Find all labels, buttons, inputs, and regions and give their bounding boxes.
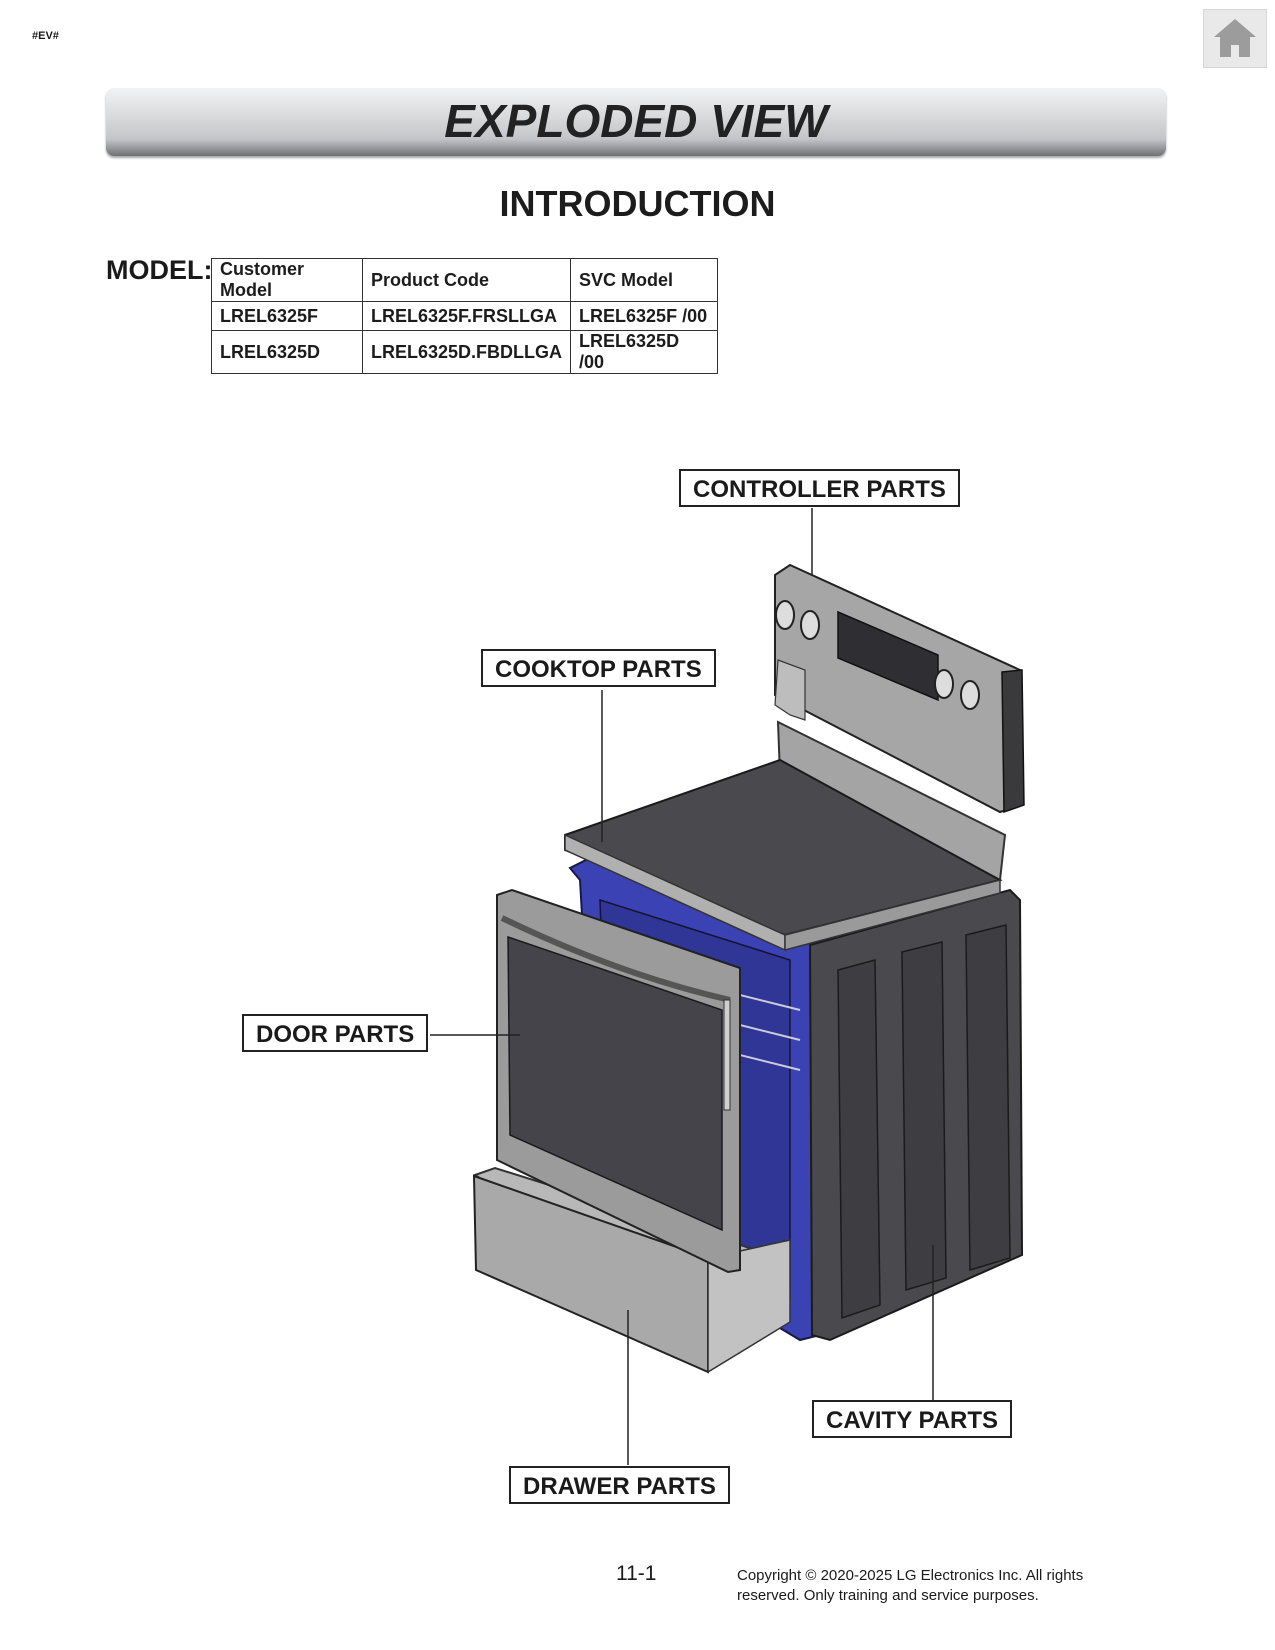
home-button[interactable] [1203, 9, 1267, 68]
table-header-row: Customer Model Product Code SVC Model [211, 258, 719, 302]
leader-lines [430, 508, 934, 1465]
control-panel [774, 563, 1025, 814]
home-icon [1214, 19, 1256, 57]
copyright-notice: Copyright © 2020-2025 LG Electronics Inc… [737, 1567, 1084, 1604]
storage-drawer [472, 1166, 792, 1374]
table-row: LREL6325F LREL6325F.FRSLLGA LREL6325F /0… [211, 301, 719, 331]
page-subtitle: INTRODUCTION [499, 183, 776, 224]
column-header: SVC Model [570, 258, 719, 302]
cooktop [564, 720, 1007, 952]
table-cell: LREL6325F /00 [570, 301, 719, 331]
table-cell: LREL6325D.FBDLLGA [361, 330, 572, 374]
callout-drawer-parts[interactable]: DRAWER PARTS [509, 1466, 730, 1504]
callout-controller-parts[interactable]: CONTROLLER PARTS [679, 469, 960, 507]
callout-cavity-parts[interactable]: CAVITY PARTS [812, 1400, 1013, 1438]
callout-cooktop-parts[interactable]: COOKTOP PARTS [481, 649, 716, 687]
table-cell: LREL6325D /00 [570, 330, 719, 374]
column-header: Product Code [361, 258, 572, 302]
table-cell: LREL6325F.FRSLLGA [361, 301, 572, 331]
table-row: LREL6325D LREL6325D.FBDLLGA LREL6325D /0… [211, 330, 719, 374]
table-cell: LREL6325D [211, 330, 363, 374]
table-cell: LREL6325F [211, 301, 363, 331]
document-tag: #EV# [32, 30, 59, 42]
model-label: MODEL: [106, 255, 213, 285]
page-number: 11-1 [616, 1562, 657, 1585]
callout-door-parts[interactable]: DOOR PARTS [242, 1014, 429, 1052]
column-header: Customer Model [211, 258, 363, 302]
banner-title: EXPLODED VIEW [444, 95, 828, 147]
oven-door [496, 888, 741, 1274]
model-table: Customer Model Product Code SVC Model LR… [211, 258, 719, 374]
side-panel [808, 888, 1024, 1342]
section-banner: EXPLODED VIEW [106, 88, 1166, 156]
